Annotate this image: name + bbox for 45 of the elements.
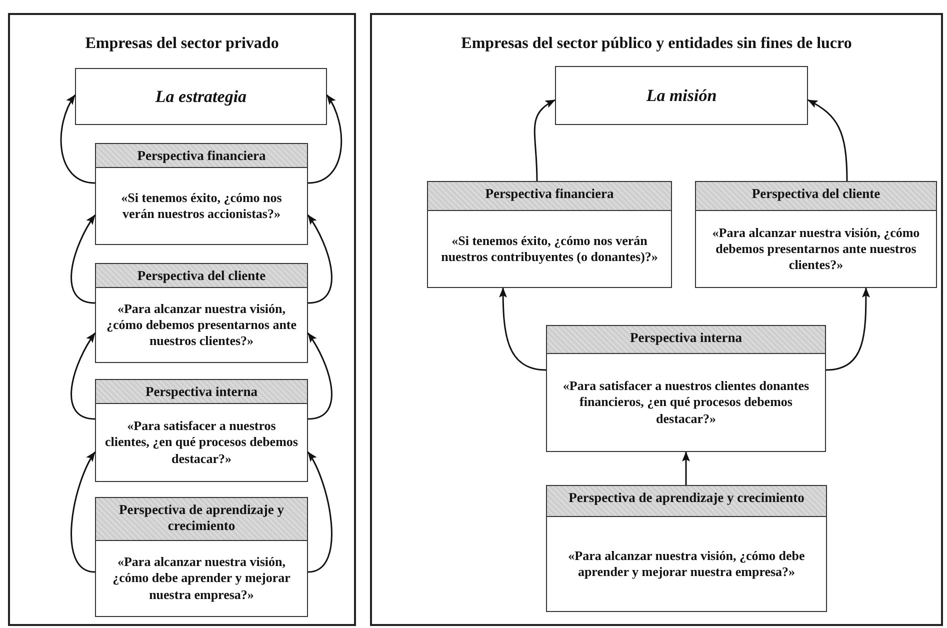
question-text: «Para alcanzar nuestra visión, ¿cómo debe aprender y mejorar nuestra empresa?» <box>567 548 806 580</box>
perspective-heading: Perspectiva financiera <box>428 182 671 211</box>
panel-frame <box>370 13 943 626</box>
goal-text: La misión <box>646 86 717 106</box>
perspective-card <box>95 379 308 482</box>
curved-arrow <box>308 94 342 184</box>
curved-arrow <box>534 99 556 182</box>
perspective-heading: Perspectiva interna <box>96 380 307 404</box>
curved-arrow <box>70 452 96 573</box>
question-text: «Si tenemos éxito, ¿cómo nos verán nuestros accionistas?» <box>120 190 283 222</box>
curved-arrow <box>70 332 96 420</box>
perspective-card <box>95 143 308 245</box>
question-text: «Si tenemos éxito, ¿cómo nos verán nuestros contribuyentes (o donantes)?» <box>440 232 659 266</box>
curved-arrow <box>682 452 690 485</box>
curved-arrow <box>499 288 546 371</box>
curved-arrow <box>60 94 96 184</box>
perspective-card <box>427 181 672 288</box>
perspective-heading: Perspectiva de aprendizaje y crecimiento <box>547 486 826 517</box>
question-text: «Para satisfacer a nuestros clientes donantes financieros, ¿en qué procesos debemos destacar?» <box>562 378 810 427</box>
goal-box <box>555 66 808 125</box>
perspective-card <box>546 485 827 612</box>
goal-box <box>75 68 327 125</box>
question-text: «Para satisfacer a nuestros clientes, ¿en qué procesos debemos destacar?» <box>104 418 299 467</box>
curved-arrow <box>307 332 332 420</box>
perspective-card <box>695 181 937 288</box>
panel-title: Empresas del sector público y entidades sin fines de lucro <box>461 35 852 53</box>
panel-frame <box>8 13 356 626</box>
perspective-heading: Perspectiva financiera <box>96 144 307 168</box>
curved-arrow <box>70 214 96 304</box>
question-text: «Para alcanzar nuestra visión, ¿cómo debemos presentarnos ante nuestros clientes?» <box>711 224 921 274</box>
perspective-heading: Perspectiva del cliente <box>696 182 936 211</box>
perspective-heading: Perspectiva del cliente <box>96 264 307 288</box>
perspective-card <box>95 263 308 363</box>
curved-arrow <box>307 452 332 573</box>
curved-arrow <box>826 288 870 371</box>
perspective-card <box>546 325 826 452</box>
perspective-heading: Perspectiva interna <box>547 326 825 354</box>
perspective-card <box>95 497 308 617</box>
question-text: «Para alcanzar nuestra visión, ¿cómo debe aprender y mejorar nuestra empresa?» <box>112 554 292 603</box>
curved-arrow <box>808 99 848 182</box>
panel-title: Empresas del sector privado <box>85 35 279 53</box>
goal-text: La estrategia <box>155 86 247 106</box>
curved-arrow <box>307 214 332 304</box>
perspective-heading: Perspectiva de aprendizaje y crecimiento <box>96 498 307 541</box>
question-text: «Para alcanzar nuestra visión, ¿cómo debemos presentarnos ante nuestros clientes?» <box>105 300 298 350</box>
